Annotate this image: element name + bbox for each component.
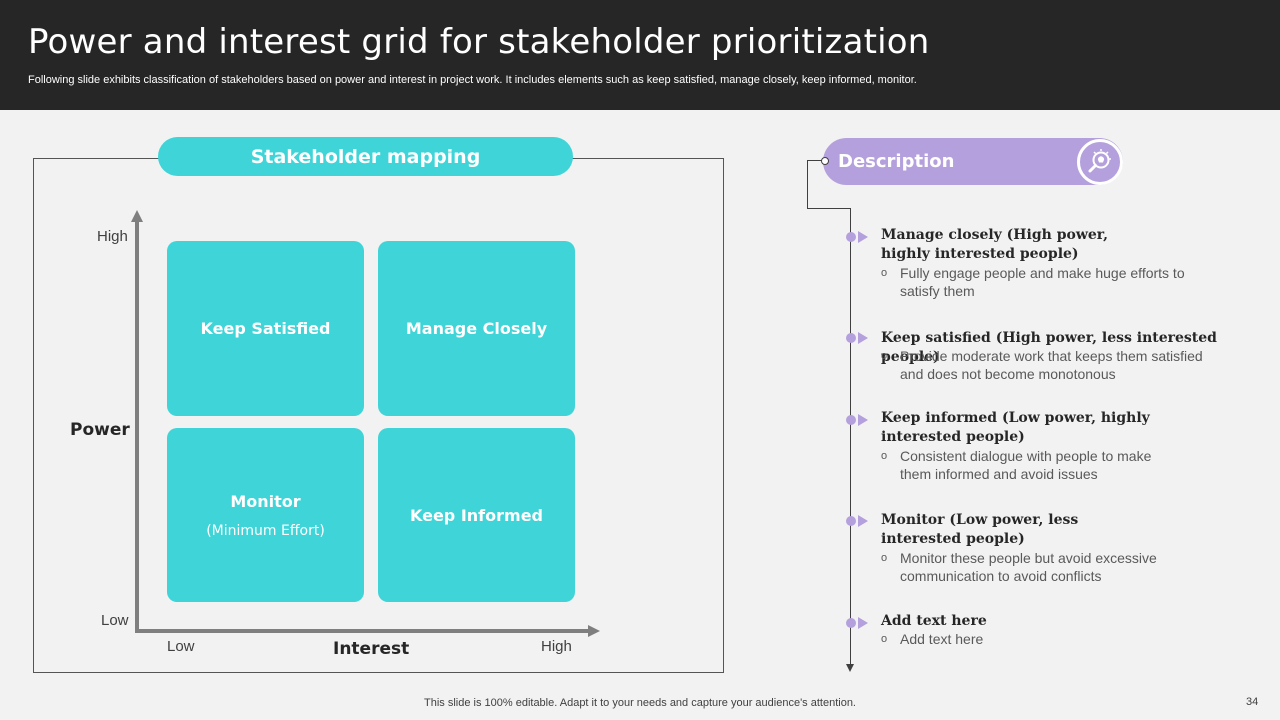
power-axis [135, 218, 139, 633]
bullet-marker-icon [846, 231, 868, 243]
description-item-detail-text: Consistent dialogue with people to make … [900, 448, 1152, 482]
page-subtitle: Following slide exhibits classification … [28, 74, 917, 86]
quadrant-sublabel: (Minimum Effort) [206, 522, 325, 539]
connector-dot-icon [821, 157, 829, 165]
quadrant-monitor: Monitor (Minimum Effort) [167, 428, 364, 602]
quadrant-keep-satisfied: Keep Satisfied [167, 241, 364, 416]
power-axis-arrow-icon [131, 210, 143, 222]
bullet-marker-icon [846, 414, 868, 426]
power-high-label: High [97, 228, 128, 245]
interest-axis-arrow-icon [588, 625, 600, 637]
timeline-arrow-icon [846, 664, 854, 672]
power-low-label: Low [101, 612, 129, 629]
interest-axis-title: Interest [333, 639, 410, 659]
description-item-detail-text: Add text here [900, 631, 984, 647]
bullet-marker-icon [846, 332, 868, 344]
bullet-marker-icon [846, 515, 868, 527]
magnifier-bulb-icon [1077, 139, 1123, 185]
interest-high-label: High [541, 638, 572, 655]
description-header [823, 138, 1123, 185]
description-item-heading: Manage closely (High power, highly inter… [881, 227, 1109, 262]
header-bar: Power and interest grid for stakeholder … [0, 0, 1280, 110]
page-number: 34 [1246, 696, 1259, 708]
bullet-marker-icon [846, 617, 868, 629]
interest-low-label: Low [167, 638, 195, 655]
description-item-heading: Add text here [881, 613, 987, 629]
footer-note: This slide is 100% editable. Adapt it to… [424, 697, 856, 709]
connector-line [807, 160, 808, 208]
quadrant-label: Monitor [230, 491, 301, 511]
connector-line [807, 208, 851, 209]
quadrant-manage-closely: Manage Closely [378, 241, 575, 416]
description-item-heading: Monitor (Low power, less interested peop… [881, 512, 1079, 547]
timeline-line [850, 208, 851, 666]
description-item-detail-text: Fully engage people and make huge effort… [900, 265, 1185, 299]
description-title: Description [838, 151, 955, 172]
power-axis-title: Power [70, 420, 130, 440]
interest-axis [135, 629, 590, 633]
quadrant-label: Keep Informed [409, 505, 543, 525]
connector-line [807, 160, 827, 161]
description-item-detail-text: Monitor these people but avoid excessive… [900, 550, 1157, 584]
description-item-heading: Keep informed (Low power, highly interes… [881, 410, 1150, 445]
description-item-heading: Keep satisfied (High power, less interes… [881, 330, 1217, 365]
description-item-detail-text: Provide moderate work that keeps them sa… [900, 348, 1203, 382]
page-title: Power and interest grid for stakeholder … [28, 22, 930, 62]
quadrant-keep-informed: Keep Informed [378, 428, 575, 602]
mapping-title: Stakeholder mapping [158, 137, 573, 176]
quadrant-label: Keep Satisfied [200, 319, 331, 338]
quadrant-label: Manage Closely [405, 319, 548, 338]
